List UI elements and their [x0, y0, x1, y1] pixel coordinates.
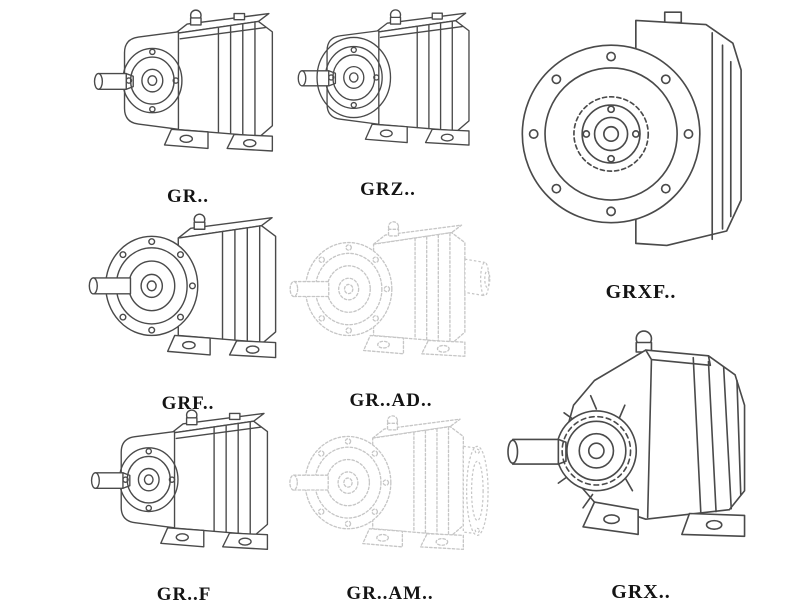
gearbox-line-art	[88, 213, 277, 359]
grf-gearbox-drawing	[88, 213, 277, 359]
gearbox-line-art	[297, 9, 470, 146]
figure-grf: GRF..	[84, 208, 292, 415]
gearbox-line-art	[289, 221, 466, 357]
gearbox-line-art	[93, 9, 274, 152]
gr-ad-label: GR..AD..	[349, 390, 433, 411]
gr-ad-gearbox-drawing	[289, 221, 491, 357]
gearbox-line-art	[507, 330, 746, 538]
gr-f-gearbox-drawing	[90, 409, 269, 551]
figure-gr: GR..	[86, 4, 290, 208]
gearbox-line-art	[289, 415, 464, 551]
grz-gearbox-drawing	[297, 9, 470, 146]
gr-am-label: GR..AM..	[346, 583, 434, 600]
grx-gearbox-drawing	[507, 330, 746, 538]
figure-gr-f: GR..F	[82, 404, 286, 600]
gearbox-line-art	[90, 409, 269, 551]
grf-label: GRF..	[161, 393, 215, 414]
lantern-ring	[316, 36, 392, 119]
grxf-gearbox-drawing	[521, 11, 742, 247]
gearbox-line-art	[521, 11, 742, 247]
figure-grx: GRX..	[500, 314, 782, 600]
grx-label: GRX..	[611, 581, 671, 600]
grxf-label: GRXF..	[605, 281, 677, 303]
figure-gr-am: GR..AM..	[286, 410, 494, 600]
gr-f-label: GR..F	[156, 584, 212, 600]
grz-label: GRZ..	[360, 179, 416, 200]
gr-am-gearbox-drawing	[289, 415, 489, 551]
gr-label: GR..	[167, 186, 209, 207]
figure-grxf: GRXF..	[498, 8, 784, 304]
motor-flange-adapter	[462, 445, 489, 536]
figure-gr-ad: GR..AD..	[286, 216, 496, 412]
input-adapter	[464, 258, 491, 297]
figure-grz: GRZ..	[290, 4, 486, 201]
gr-gearbox-drawing	[93, 9, 274, 152]
